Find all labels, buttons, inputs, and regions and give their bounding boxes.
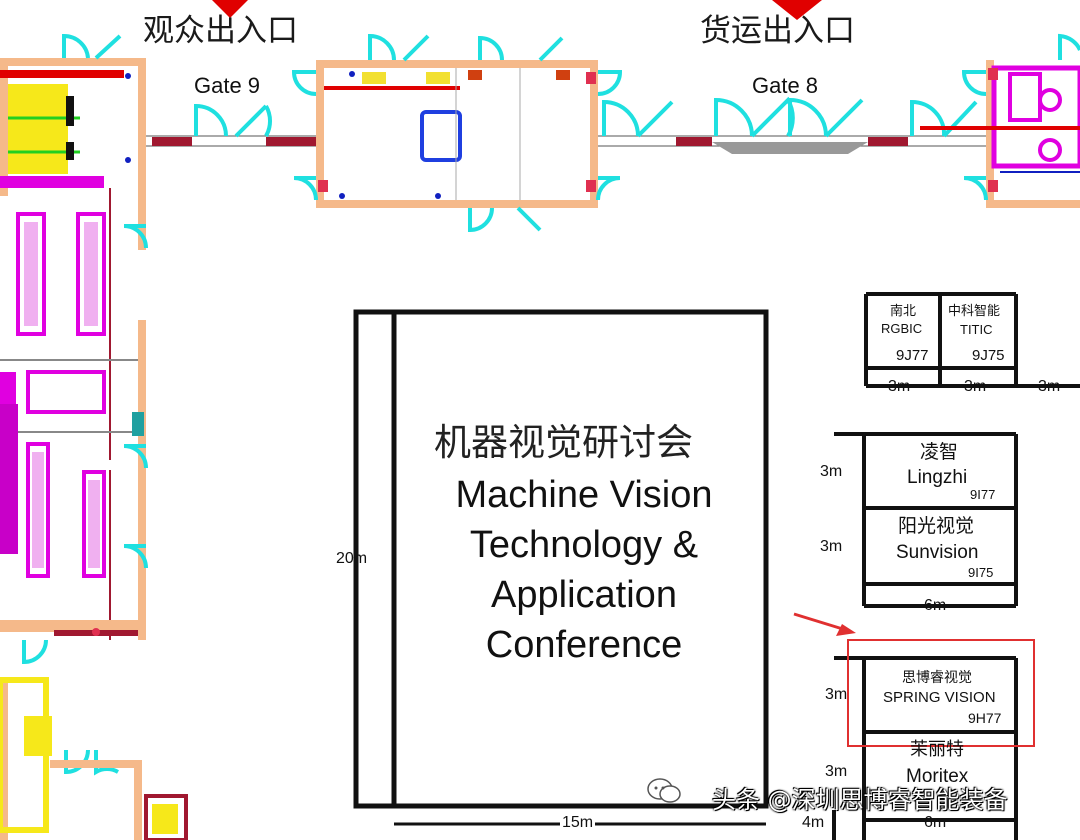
highlight-arrow: [793, 612, 856, 636]
gate8-wall: [598, 135, 986, 154]
booth-moritex-en: Moritex: [906, 766, 969, 787]
audience-entrance-marker: [212, 0, 248, 18]
conference-title-en: Machine Vision Technology & Application …: [455, 474, 713, 666]
booth-nanbei-cn: 南北: [890, 304, 917, 319]
booth-grid: [832, 292, 1080, 840]
booth-lingzhi-en: Lingzhi: [907, 467, 968, 488]
booth-moritex-cn: 茉丽特: [910, 739, 964, 760]
corridor-walls: [0, 58, 1080, 640]
booth-spring-depth: 3m: [825, 686, 848, 703]
bottom-width-dim: 6m: [924, 814, 947, 831]
booth-sunvision-en: Sunvision: [896, 542, 979, 563]
bottom-left-rooms: [0, 677, 188, 840]
spring-vision-highlight: [847, 639, 1035, 747]
conference-height-dim: 20m: [336, 550, 368, 567]
booth-zhongke-code: 9J75: [972, 347, 1005, 364]
booth-zhongke-en: TITIC: [960, 322, 993, 337]
door-swings: [22, 33, 1080, 776]
watermark-text: 头条 @深圳思博睿智能装备: [712, 786, 1008, 814]
gate9-wall: [146, 135, 316, 147]
conference-hall: [353, 309, 769, 809]
booth-sunvision-depth: 3m: [820, 538, 843, 555]
freight-entrance-marker: [772, 0, 822, 20]
booth-lingzhi-cn: 凌智: [920, 441, 959, 463]
left-rooms: [0, 188, 144, 640]
booth-nanbei-en: RGBIC: [881, 321, 923, 336]
top-row-dim-3: 3m: [1038, 378, 1061, 395]
audience-entrance-sign: 观众出入口: [143, 13, 298, 49]
conference-width-dim: 15m: [560, 814, 596, 831]
top-row-dim-2: 3m: [964, 378, 987, 395]
booth-moritex-depth: 3m: [825, 763, 848, 780]
booth-spring-code: 9H77: [968, 710, 1002, 726]
gate9-room-details: [318, 68, 596, 200]
gate9-label: Gate 9: [194, 73, 261, 98]
gate8-label: Gate 8: [752, 73, 819, 98]
booth-sunvision-code: 9I75: [968, 565, 994, 580]
top-row-dim-1: 3m: [888, 378, 911, 395]
middle-width-dim: 6m: [924, 597, 947, 614]
right-edge-room: [920, 65, 1080, 192]
booth-nanbei-code: 9J77: [896, 347, 929, 364]
booth-spring-cn: 思博睿视觉: [902, 670, 972, 686]
booth-sunvision-cn: 阳光视觉: [898, 515, 975, 537]
chat-bubble-icon: [647, 778, 681, 803]
booth-lingzhi-code: 9I77: [970, 487, 996, 502]
booth-zhongke-cn: 中科智能: [948, 304, 1001, 319]
freight-entrance-sign: 货运出入口: [700, 13, 855, 49]
booth-spring-en: SPRING VISION: [883, 689, 996, 706]
top-left-room: [0, 70, 131, 188]
booth-lingzhi-depth: 3m: [820, 463, 843, 480]
aisle-dim: 4m: [802, 814, 825, 831]
conference-title-cn: 机器视觉研讨会: [434, 421, 693, 464]
